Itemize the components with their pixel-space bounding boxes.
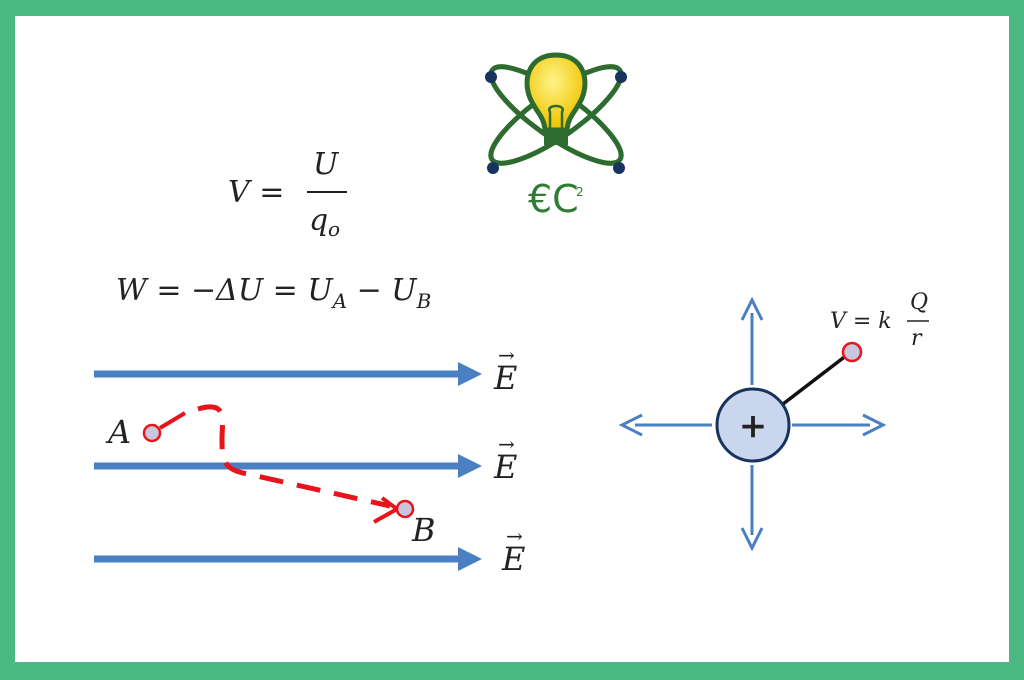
logo-text: €C (528, 177, 579, 221)
logo-superscript: 2 (576, 185, 584, 199)
field-arrowhead-3 (458, 547, 482, 571)
charge-formula-lhs: V = k (830, 309, 892, 334)
dashed-path (197, 404, 391, 509)
potential-lhs: V = (228, 175, 284, 210)
work-equation: W = −ΔU = UA − UB (116, 273, 431, 313)
charge-sign: + (739, 406, 768, 446)
point-a-label: A (105, 413, 131, 451)
work-subscript-a: A (331, 289, 347, 313)
work-main: W = −ΔU = U (116, 273, 334, 308)
point-b-marker (395, 499, 415, 519)
potential-equation: V = U q o (228, 147, 347, 241)
vector-arrow-2: → (498, 432, 515, 456)
uniform-field: E → E → E → (94, 343, 525, 578)
field-label-2: E (493, 448, 517, 486)
lightbulb-icon (524, 52, 588, 133)
point-a-marker (142, 423, 162, 443)
potential-numerator: U (313, 147, 340, 182)
field-point-marker (841, 341, 863, 363)
svg-text:W = −ΔU = UA − UB: W = −ΔU = UA − UB (116, 273, 431, 313)
path-a-to-b: A B (105, 404, 436, 549)
work-minus: − U (347, 273, 418, 308)
radius-line (781, 353, 849, 406)
field-arrowhead-1 (458, 362, 482, 386)
vector-arrow-3: → (506, 524, 523, 548)
point-charge-diagram: + V = k Q r (618, 290, 929, 552)
potential-denominator-subscript: o (328, 217, 340, 241)
logo: €C 2 (485, 52, 627, 221)
field-label-3: E (501, 540, 525, 578)
field-label-1: E (493, 359, 517, 397)
field-arrowhead-2 (458, 454, 482, 478)
vector-arrow-1: → (498, 343, 515, 367)
work-subscript-b: B (416, 289, 432, 313)
charge-formula-denominator: r (911, 326, 923, 351)
point-b-label: B (411, 511, 436, 549)
charge-formula-numerator: Q (910, 290, 928, 315)
positive-charge (715, 387, 791, 463)
potential-denominator: q (309, 203, 328, 238)
